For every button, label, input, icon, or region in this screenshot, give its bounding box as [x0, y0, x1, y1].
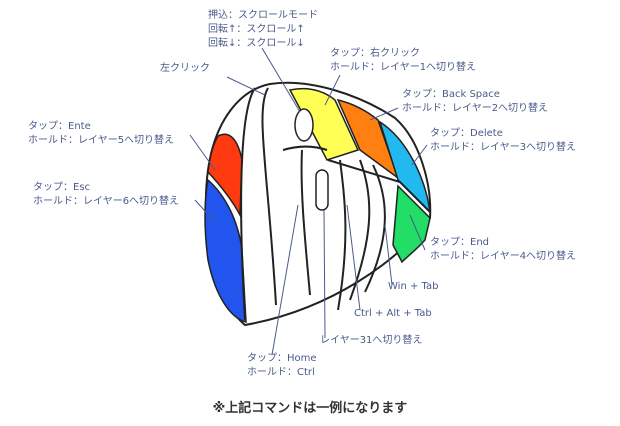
button-esc-blue	[204, 178, 247, 323]
label-line: ホールド：レイヤー6へ切り替え	[33, 196, 180, 207]
home-label: タップ：Home ホールド：Ctrl	[247, 352, 317, 380]
label-line: ホールド：レイヤー4へ切り替え	[430, 251, 577, 262]
footer-note: ※上記コマンドは一例になります	[212, 401, 408, 416]
end-label: タップ：End ホールド：レイヤー4へ切り替え	[430, 236, 576, 264]
button-end-green	[392, 184, 431, 264]
layer31-label: レイヤー31へ切り替え	[320, 335, 423, 346]
delete-label: タップ：Delete ホールド：レイヤー3へ切り替え	[430, 127, 576, 155]
wheel-label: 押込：スクロールモード 回転↑：スクロール↑ 回転↓：スクロール↓	[208, 9, 318, 51]
side-button	[315, 169, 329, 211]
label-line: タップ：Delete	[430, 128, 503, 139]
leader-lines	[189, 47, 428, 356]
label-line: タップ：Esc	[33, 182, 91, 193]
label-line: ホールド：Ctrl	[247, 367, 315, 378]
label-line: ホールド：レイヤー5へ切り替え	[28, 135, 175, 146]
wheel-down-text: 回転↓：スクロール↓	[208, 38, 305, 49]
seam-lines	[240, 87, 431, 321]
label-line: ホールド：レイヤー2へ切り替え	[402, 103, 549, 114]
button-right-click-yellow	[288, 88, 360, 161]
button-enter-red	[207, 133, 243, 218]
wheel-press-text: 押込：スクロールモード	[208, 10, 318, 21]
esc-label: タップ：Esc ホールド：レイヤー6へ切り替え	[33, 181, 179, 209]
right-click-label: タップ：右クリック ホールド：レイヤー1へ切り替え	[330, 47, 476, 75]
label-line: タップ：右クリック	[330, 48, 420, 59]
win-tab-label: Win + Tab	[388, 281, 439, 292]
ctrl-alt-tab-label: Ctrl + Alt + Tab	[354, 308, 432, 319]
label-line: タップ：Home	[247, 353, 317, 364]
left-click-label: 左クリック	[160, 63, 210, 74]
enter-label: タップ：Ente ホールド：レイヤー5へ切り替え	[28, 120, 174, 148]
label-line: タップ：Back Space	[402, 89, 500, 100]
wheel-up-text: 回転↑：スクロール↑	[208, 24, 305, 35]
scroll-wheel	[294, 108, 314, 142]
backspace-label: タップ：Back Space ホールド：レイヤー2へ切り替え	[402, 88, 548, 116]
label-line: タップ：Ente	[28, 121, 91, 132]
label-line: タップ：End	[430, 237, 490, 248]
label-line: ホールド：レイヤー3へ切り替え	[430, 142, 577, 153]
label-line: ホールド：レイヤー1へ切り替え	[330, 62, 477, 73]
